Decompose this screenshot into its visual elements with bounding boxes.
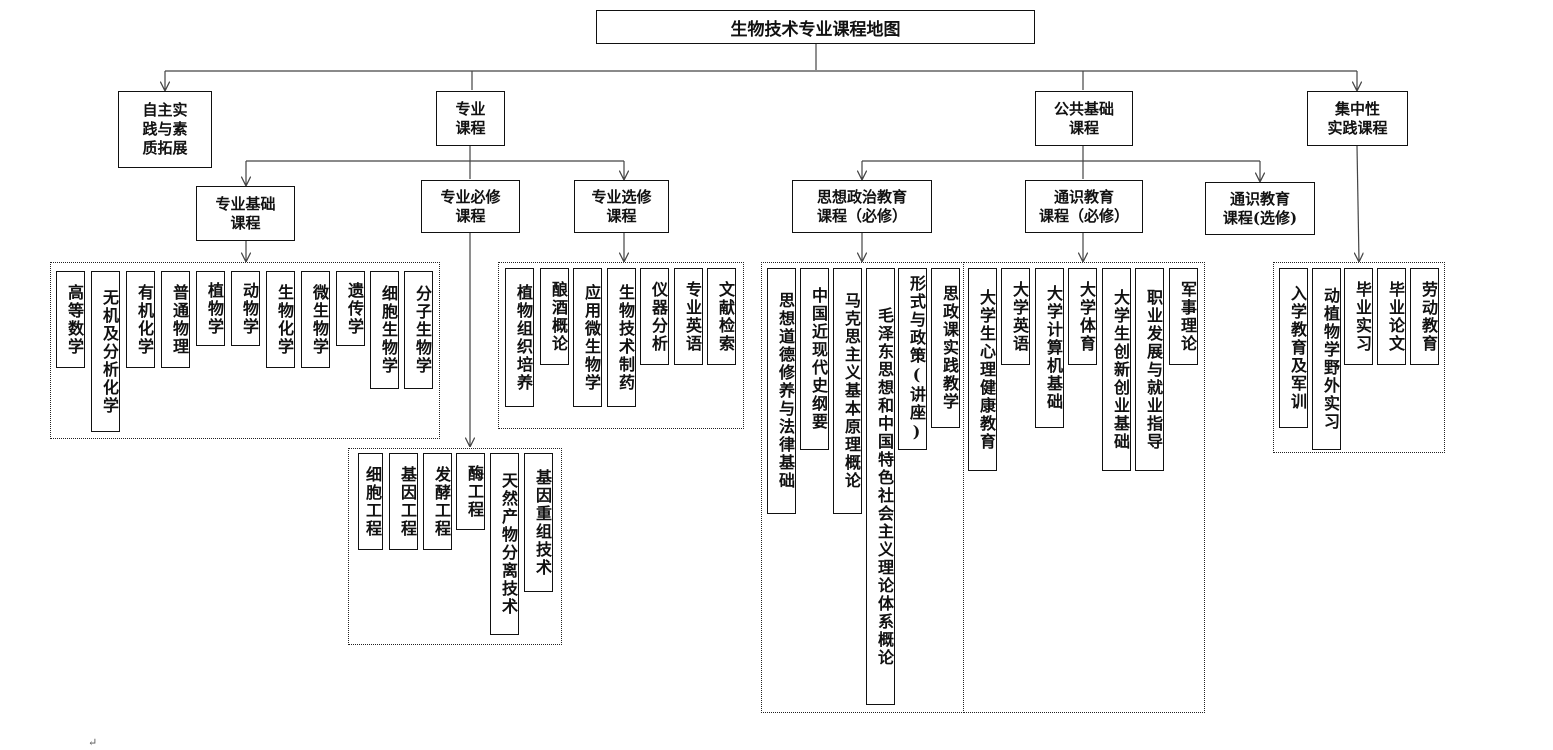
subcategory-major-elective: 专业选修 课程: [574, 180, 669, 233]
course-box: 高等数学: [56, 271, 85, 368]
category-concentrated-practice: 集中性 实践课程: [1307, 91, 1408, 146]
course-box: 动植物学野外实习: [1312, 268, 1341, 450]
course-box: 生物化学: [266, 271, 295, 368]
group-major-basic: [50, 262, 440, 439]
course-box: 马克思主义基本原理概论: [833, 268, 862, 514]
group-major-required: [348, 448, 562, 645]
course-box: 细胞生物学: [370, 271, 399, 389]
course-box: 毕业论文: [1377, 268, 1406, 365]
group-general-required: [963, 262, 1205, 713]
course-box: 遗传学: [336, 271, 365, 346]
course-box: 细胞工程: [358, 453, 383, 550]
course-box: 仪器分析: [640, 268, 669, 365]
category-practice-development: 自主实 践与素 质拓展: [118, 91, 212, 168]
course-box: 植物学: [196, 271, 225, 346]
course-box: 毕业实习: [1344, 268, 1373, 365]
course-box: 动物学: [231, 271, 260, 346]
subcategory-ideology: 思想政治教育 课程（必修）: [792, 180, 932, 233]
course-box: 天然产物分离技术: [490, 453, 519, 635]
course-box: 普通物理: [161, 271, 190, 368]
course-box: 大学英语: [1001, 268, 1030, 365]
course-box: 思想道德修养与法律基础: [767, 268, 796, 514]
course-box: 有机化学: [126, 271, 155, 368]
course-box: 职业发展与就业指导: [1135, 268, 1164, 471]
course-box: 酿酒概论: [540, 268, 569, 365]
diagram-title: 生物技术专业课程地图: [596, 10, 1035, 44]
course-box: 大学体育: [1068, 268, 1097, 365]
course-box: 基因重组技术: [524, 453, 553, 592]
subcategory-general-required: 通识教育 课程（必修）: [1025, 180, 1143, 233]
category-public-basic-courses: 公共基础 课程: [1035, 91, 1133, 146]
subcategory-major-basic: 专业基础 课程: [196, 186, 295, 241]
category-major-courses: 专业 课程: [436, 91, 505, 146]
course-box: 入学教育及军训: [1279, 268, 1308, 428]
course-box: 生物技术制药: [607, 268, 636, 407]
subcategory-general-elective: 通识教育 课程(选修): [1205, 182, 1315, 235]
subcategory-major-required: 专业必修 课程: [421, 180, 520, 233]
course-box: 形式与政策(讲座): [898, 268, 927, 450]
group-major-elective: [498, 262, 744, 429]
course-box: 无机及分析化学: [91, 271, 120, 432]
course-box: 植物组织培养: [505, 268, 534, 407]
course-box: 微生物学: [301, 271, 330, 368]
course-box: 酶工程: [456, 453, 485, 530]
course-box: 大学生创新创业基础: [1102, 268, 1131, 471]
course-box: 中国近现代史纲要: [800, 268, 829, 450]
course-box: 毛泽东思想和中国特色社会主义理论体系概论: [866, 268, 895, 705]
course-box: 发酵工程: [423, 453, 452, 550]
course-box: 思政课实践教学: [931, 268, 960, 428]
course-box: 军事理论: [1169, 268, 1198, 365]
course-box: 专业英语: [674, 268, 703, 365]
course-box: 分子生物学: [404, 271, 433, 389]
course-box: 大学计算机基础: [1035, 268, 1064, 428]
course-box: 劳动教育: [1410, 268, 1439, 365]
course-box: 基因工程: [389, 453, 418, 550]
paragraph-mark: ↵: [88, 736, 98, 749]
group-concentrated: [1273, 262, 1445, 453]
course-box: 大学生心理健康教育: [968, 268, 997, 471]
course-box: 应用微生物学: [573, 268, 602, 407]
course-box: 文献检索: [707, 268, 736, 365]
